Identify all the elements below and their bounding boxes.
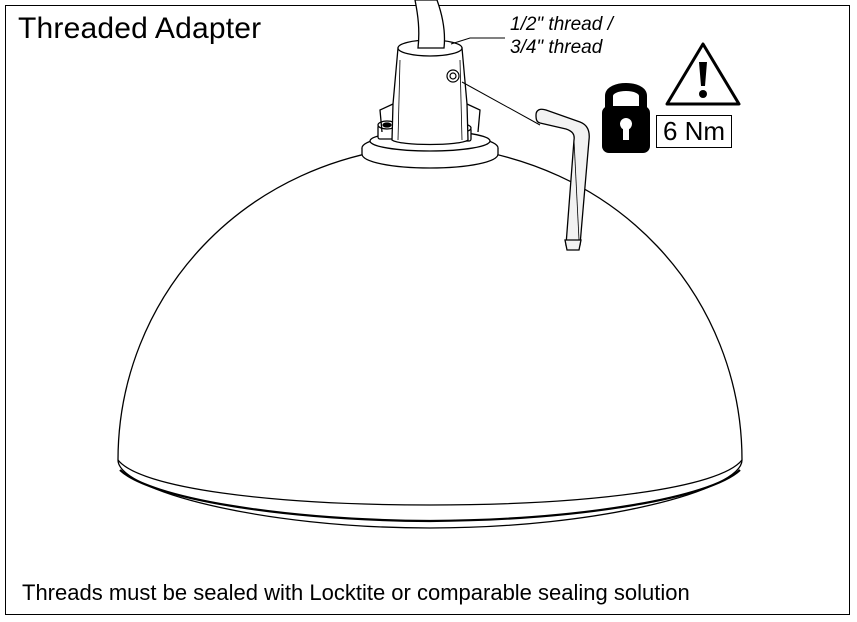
threaded-adapter-body bbox=[379, 39, 481, 146]
thread-size-line-2: 3/4" thread bbox=[510, 37, 603, 58]
sealing-note: Threads must be sealed with Locktite or … bbox=[22, 580, 690, 605]
warning-triangle-icon bbox=[665, 42, 741, 106]
setscrew-callout-line bbox=[461, 81, 541, 126]
thread-size-label: 1/2" thread / 3/4" thread bbox=[510, 13, 613, 59]
hex-key-icon bbox=[535, 108, 590, 251]
padlock-icon bbox=[602, 83, 650, 153]
diagram-title: Threaded Adapter bbox=[18, 12, 262, 45]
set-screw bbox=[446, 69, 460, 83]
torque-value: 6 Nm bbox=[656, 115, 732, 148]
conduit-pipe bbox=[414, 0, 446, 49]
thread-callout-line bbox=[450, 37, 505, 45]
dome-shade bbox=[117, 144, 743, 529]
thread-size-line-1: 1/2" thread / bbox=[510, 14, 613, 35]
